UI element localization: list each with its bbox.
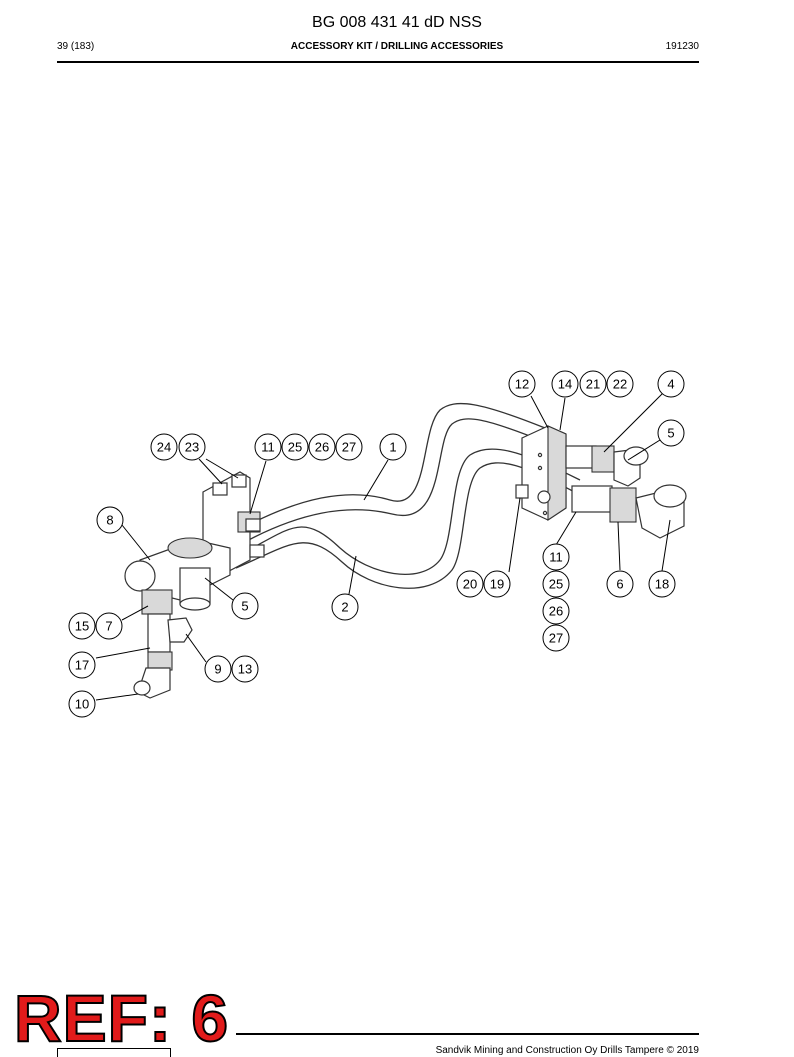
svg-text:6: 6 (616, 577, 623, 592)
pipe-1-outer (229, 402, 546, 536)
callout-9: 9 (204, 655, 232, 683)
callout-4: 4 (657, 370, 685, 398)
callout-19: 19 (483, 570, 511, 598)
pipe-2-outer (234, 448, 581, 575)
callout-6: 6 (606, 570, 634, 598)
callout-23: 23 (178, 433, 206, 461)
callout-13: 13 (231, 655, 259, 683)
callout-7: 7 (95, 612, 123, 640)
right-fittings (565, 445, 687, 539)
left-fittings (124, 537, 231, 699)
pipe-assembly (229, 402, 581, 589)
svg-text:5: 5 (241, 599, 248, 614)
svg-text:25: 25 (288, 440, 302, 455)
pipe-1-inner (231, 418, 546, 550)
svg-text:26: 26 (315, 440, 329, 455)
leader-lines (95, 391, 671, 701)
callout-26-left: 26 (308, 433, 336, 461)
svg-text:9: 9 (214, 662, 221, 677)
svg-text:12: 12 (515, 377, 529, 392)
page-number: 39 (183) (57, 41, 95, 52)
callout-18: 18 (648, 570, 676, 598)
ref-stamp: REF: 6 (13, 981, 230, 1055)
svg-text:14: 14 (558, 377, 572, 392)
svg-text:24: 24 (157, 440, 171, 455)
svg-text:27: 27 (549, 631, 563, 646)
svg-text:2: 2 (341, 600, 348, 615)
svg-text:11: 11 (261, 440, 275, 455)
callout-12: 12 (508, 370, 536, 398)
callout-22: 22 (606, 370, 634, 398)
callout-8: 8 (96, 506, 124, 534)
callout-10: 10 (68, 690, 96, 718)
svg-text:4: 4 (667, 377, 674, 392)
callout-1: 1 (379, 433, 407, 461)
callout-25-left: 25 (281, 433, 309, 461)
callout-25-right: 25 (542, 570, 570, 598)
callout-15: 15 (68, 612, 96, 640)
date-code: 191230 (665, 41, 699, 52)
manifold-block (515, 425, 567, 522)
callout-11-right: 11 (542, 543, 570, 571)
callout-2: 2 (331, 593, 359, 621)
header-rule (57, 61, 699, 63)
svg-text:11: 11 (549, 550, 563, 565)
footer-rule (236, 1033, 699, 1035)
svg-text:27: 27 (342, 440, 356, 455)
callout-27-right: 27 (542, 624, 570, 652)
pipe-2-inner (235, 462, 581, 589)
svg-text:10: 10 (75, 697, 89, 712)
svg-text:7: 7 (105, 619, 112, 634)
document-code: BG 008 431 41 dD NSS (312, 14, 482, 31)
svg-text:20: 20 (463, 577, 477, 592)
footer-copyright: Sandvik Mining and Construction Oy Drill… (435, 1045, 699, 1056)
section-title: ACCESSORY KIT / DRILLING ACCESSORIES (290, 41, 504, 52)
svg-text:26: 26 (549, 604, 563, 619)
callout-27-left: 27 (335, 433, 363, 461)
svg-text:22: 22 (613, 377, 627, 392)
svg-text:5: 5 (667, 426, 674, 441)
callout-21: 21 (579, 370, 607, 398)
svg-text:19: 19 (490, 577, 504, 592)
svg-text:1: 1 (389, 440, 396, 455)
callout-11-left: 11 (254, 433, 282, 461)
svg-text:23: 23 (185, 440, 199, 455)
callout-14: 14 (551, 370, 579, 398)
callout-20: 20 (456, 570, 484, 598)
svg-text:17: 17 (75, 658, 89, 673)
callout-24: 24 (150, 433, 178, 461)
svg-text:13: 13 (238, 662, 252, 677)
svg-text:18: 18 (655, 577, 669, 592)
svg-text:15: 15 (75, 619, 89, 634)
callout-26-right: 26 (542, 597, 570, 625)
callout-5-left: 5 (231, 592, 259, 620)
svg-text:21: 21 (586, 377, 600, 392)
callout-5-right: 5 (657, 419, 685, 447)
svg-text:25: 25 (549, 577, 563, 592)
callouts: 12 14 21 22 4 5 24 23 11 25 26 27 1 8 11… (68, 370, 685, 718)
callout-17: 17 (68, 651, 96, 679)
svg-text:8: 8 (106, 513, 113, 528)
